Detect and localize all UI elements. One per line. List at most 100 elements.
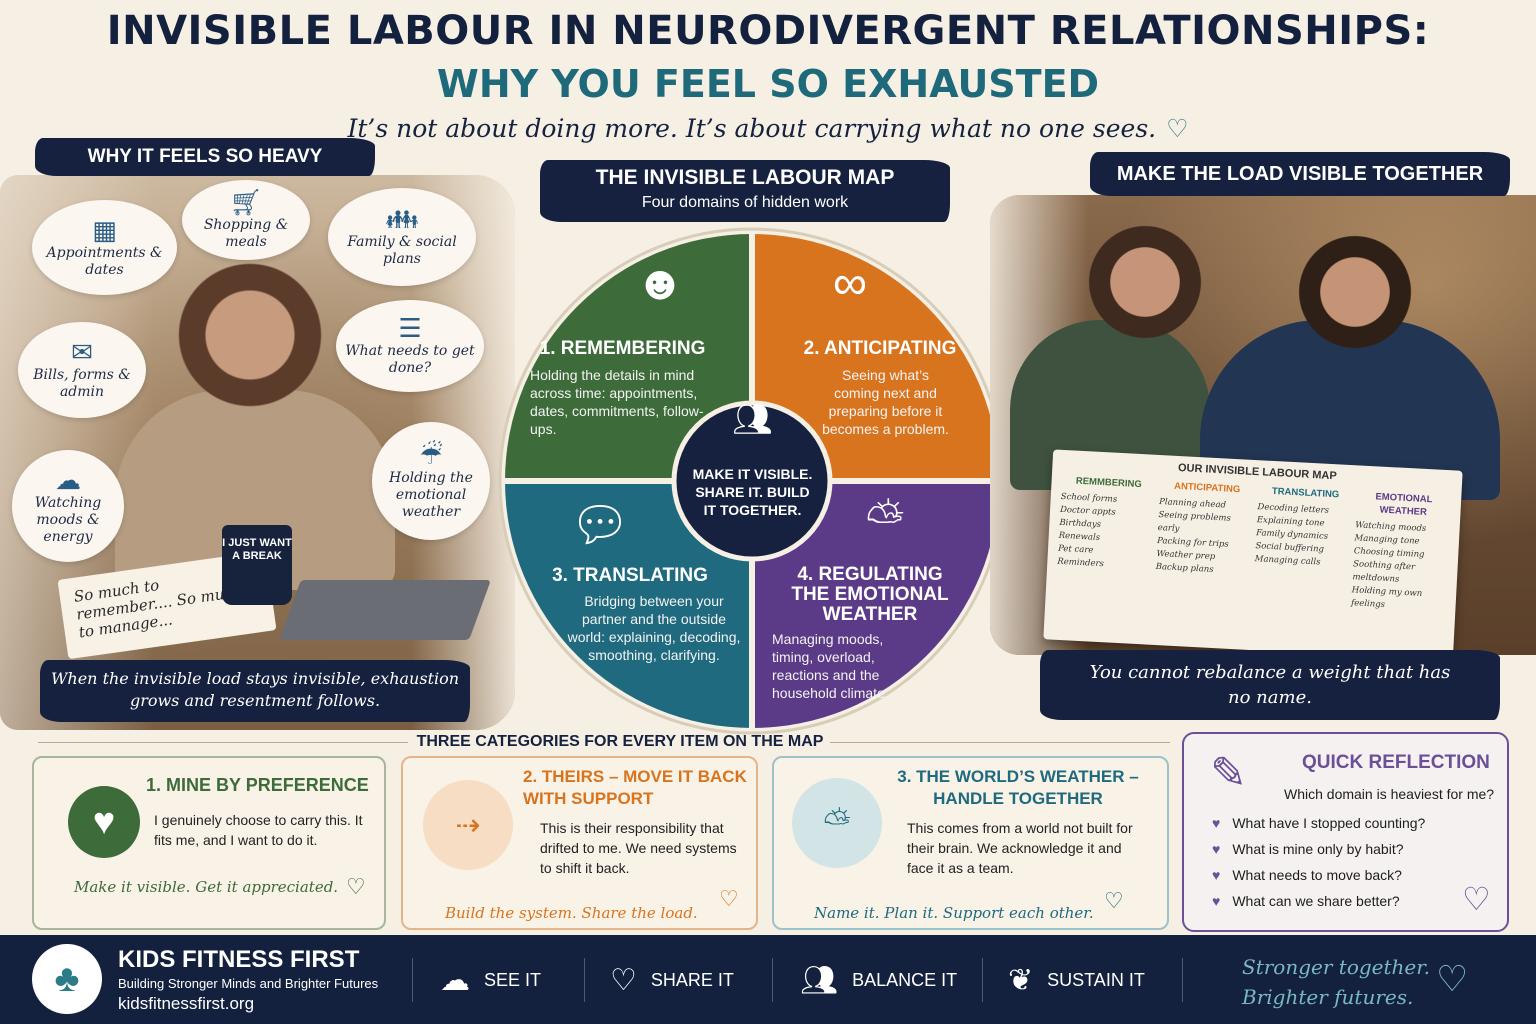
quadrant-anticipating xyxy=(752,234,999,481)
bubble-label: What needs to get done? xyxy=(345,343,475,376)
rain-cloud-icon: ☔︎ xyxy=(419,440,443,471)
clipboard-icon: ☰ xyxy=(398,314,422,344)
people-icon: 👥︎ xyxy=(732,401,773,437)
bubble-emotional-weather: ☔︎ Holding the emotional weather xyxy=(372,422,490,540)
divider xyxy=(830,742,1170,743)
bubble-label: Appointments & dates xyxy=(46,244,163,278)
man-figure-head xyxy=(1290,215,1420,355)
heart-icon: ♥ xyxy=(68,786,140,858)
heart-outline-icon: ♡ xyxy=(1462,881,1491,917)
head-calendar-icon: ☻ xyxy=(634,257,686,310)
map-column: TRANSLATING Decoding letters Explaining … xyxy=(1252,484,1353,610)
clipboard-pencil-icon: ✎ xyxy=(1210,749,1247,798)
brain-icon: ☁ xyxy=(55,465,81,496)
divider xyxy=(38,742,408,743)
heart-icon: ♡ xyxy=(1166,114,1189,143)
domain-regulating-label: 4. REGULATING THE EMOTIONAL WEATHER xyxy=(791,564,949,625)
heart-outline-icon: ♡ xyxy=(1104,888,1124,913)
bubble-label: Holding the emotional weather xyxy=(389,469,473,520)
map-column-head: ANTICIPATING xyxy=(1173,480,1241,496)
category-text: This is their responsibility that drifte… xyxy=(540,820,737,876)
category-title: 3. THE WORLD’S WEATHER – HANDLE TOGETHER xyxy=(897,767,1139,808)
bubble-label: Family & social plans xyxy=(347,234,457,267)
category-text: I genuinely choose to carry this. It fit… xyxy=(154,812,363,848)
bubble-label: Watching moods & energy xyxy=(34,494,102,545)
reflection-question: ♥ What is mine only by habit? xyxy=(1212,836,1472,862)
map-column: ANTICIPATING Planning ahead Seeing probl… xyxy=(1154,479,1255,605)
categories-heading: THREE CATEGORIES FOR EVERY ITEM ON THE M… xyxy=(416,733,824,750)
brand-url[interactable]: kidsfitnessfirst.org xyxy=(118,994,255,1013)
envelope-icon: ✉ xyxy=(71,338,93,368)
pillar-label: BALANCE IT xyxy=(852,969,958,990)
labour-map-paper: OUR INVISIBLE LABOUR MAP REMMBERING Scho… xyxy=(1043,449,1463,661)
people-icon: 👥︎ xyxy=(800,963,839,997)
tagline: It’s not about doing more. It’s about ca… xyxy=(0,114,1536,143)
right-caption: You cannot rebalance a weight that has n… xyxy=(1040,650,1500,720)
heart-outline-icon: ♡ xyxy=(1436,958,1469,999)
reflection-question: ♥ What needs to move back? xyxy=(1212,862,1472,888)
center-banner-subtitle: Four domains of hidden work xyxy=(641,194,849,211)
transfer-people-icon: ⇢ xyxy=(423,780,513,870)
category-text: This comes from a world not built for th… xyxy=(907,820,1133,876)
quadrant-translating xyxy=(505,481,752,728)
speech-bubbles-icon: 💬︎ xyxy=(569,499,631,552)
heart-icon: ♥ xyxy=(1212,867,1221,883)
category-card-world: ⛅︎ 3. THE WORLD’S WEATHER – HANDLE TOGET… xyxy=(772,756,1169,930)
brain-icon: ☁ xyxy=(440,963,470,997)
reflection-title: QUICK REFLECTION xyxy=(1302,752,1490,773)
question-text: What have I stopped counting? xyxy=(1232,815,1426,831)
domain-remembering-text: Holding the details in mind across time:… xyxy=(530,367,704,437)
category-footer: Make it visible. Get it appreciated. xyxy=(74,878,339,896)
divider xyxy=(772,958,773,1002)
bubble-what-needs: ☰ What needs to get done? xyxy=(336,300,484,392)
domain-translating-text: Bridging between your partner and the ou… xyxy=(567,593,741,663)
question-text: What can we share better? xyxy=(1232,893,1400,909)
question-text: What needs to move back? xyxy=(1232,867,1402,883)
divider xyxy=(412,958,413,1002)
category-card-theirs: ⇢ 2. THEIRS – MOVE IT BACK WITH SUPPORT … xyxy=(401,756,758,930)
heart-icon: ♥ xyxy=(1212,893,1221,909)
heart-outline-icon: ♡ xyxy=(346,874,366,899)
category-footer: Name it. Plan it. Support each other. xyxy=(814,904,1094,922)
pillar-label: SHARE IT xyxy=(650,969,734,990)
footer xyxy=(0,935,1536,1024)
divider xyxy=(982,958,983,1002)
woman-figure-head xyxy=(1080,205,1210,345)
tree-logo-icon: ♣ xyxy=(32,944,102,1014)
reflection-question: ♥ What can we share better? xyxy=(1212,888,1472,914)
binoculars-icon: ∞ xyxy=(832,257,868,310)
center-banner-title: THE INVISIBLE LABOUR MAP xyxy=(595,166,895,189)
bubble-moods: ☁ Watching moods & energy xyxy=(12,450,124,562)
bubble-bills: ✉ Bills, forms & admin xyxy=(18,322,146,418)
question-text: What is mine only by habit? xyxy=(1232,841,1404,857)
right-banner: MAKE THE LOAD VISIBLE TOGETHER xyxy=(1090,152,1510,196)
heart-icon: ♡ xyxy=(610,963,637,997)
quadrant-regulating xyxy=(752,481,999,728)
reflection-lead: Which domain is heaviest for me? xyxy=(1284,786,1495,802)
divider xyxy=(1182,958,1183,1002)
brand-tagline: Building Stronger Minds and Brighter Fut… xyxy=(118,976,379,991)
hub-text: MAKE IT VISIBLE. SHARE IT. BUILD IT TOGE… xyxy=(692,466,813,518)
category-footer: Build the system. Share the load. xyxy=(445,904,698,922)
bubble-family: 👪︎ Family & social plans xyxy=(328,188,476,286)
bubble-appointments: ▦ Appointments & dates xyxy=(32,200,177,295)
heart-outline-icon: ♡ xyxy=(719,886,739,911)
reflection-question: ♥What have I stopped counting? xyxy=(1212,810,1472,836)
brand-name: KIDS FITNESS FIRST xyxy=(118,946,360,973)
left-banner: WHY IT FEELS SO HEAVY xyxy=(35,138,375,176)
bubble-label: Shopping & meals xyxy=(203,217,289,250)
map-column-head: EMOTIONAL WEATHER xyxy=(1375,491,1433,519)
map-column: EMOTIONAL WEATHER Watching moods Managin… xyxy=(1351,489,1452,615)
calendar-icon: ▦ xyxy=(92,215,117,246)
page-title: INVISIBLE LABOUR IN NEURODIVERGENT RELAT… xyxy=(106,8,1430,54)
pillar-see-it: ☁SEE IT xyxy=(440,958,541,1002)
domain-translating-label: 3. TRANSLATING xyxy=(552,565,708,586)
slogan-line: Brighter futures. xyxy=(1242,985,1414,1009)
heart-icon: ♥ xyxy=(1212,841,1221,857)
map-column-head: TRANSLATING xyxy=(1271,485,1340,501)
laptop xyxy=(279,580,491,640)
pillar-share-it: ♡ SHARE IT xyxy=(610,958,734,1002)
bubble-label: Bills, forms & admin xyxy=(33,367,131,400)
domain-anticipating-text: Seeing what’s coming next and preparing … xyxy=(822,367,949,437)
sun-cloud-icon: ⛅︎ xyxy=(865,494,905,547)
